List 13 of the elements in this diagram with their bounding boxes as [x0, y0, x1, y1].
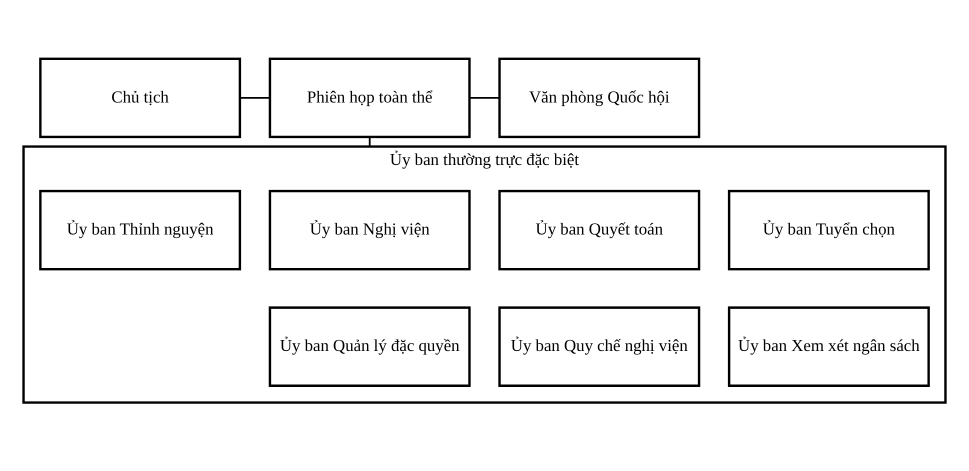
- node-box: Phiên họp toàn thể: [268, 58, 471, 138]
- connector: [368, 136, 371, 147]
- node-box: Chủ tịch: [39, 58, 242, 138]
- node-box: Ủy ban Xem xét ngân sách: [728, 306, 930, 387]
- connector: [470, 96, 500, 99]
- node-box: Văn phòng Quốc hội: [498, 58, 700, 138]
- node-box: Ủy ban Nghị viện: [268, 190, 471, 270]
- node-box: Ủy ban Tuyển chọn: [728, 190, 930, 270]
- node-box: Ủy ban Thỉnh nguyện: [39, 190, 242, 270]
- node-box: Ủy ban Quy chế nghị viện: [498, 306, 700, 387]
- connector: [240, 96, 270, 99]
- node-box: Ủy ban Quản lý đặc quyền: [268, 306, 471, 387]
- node-box: Ủy ban Quyết toán: [498, 190, 700, 270]
